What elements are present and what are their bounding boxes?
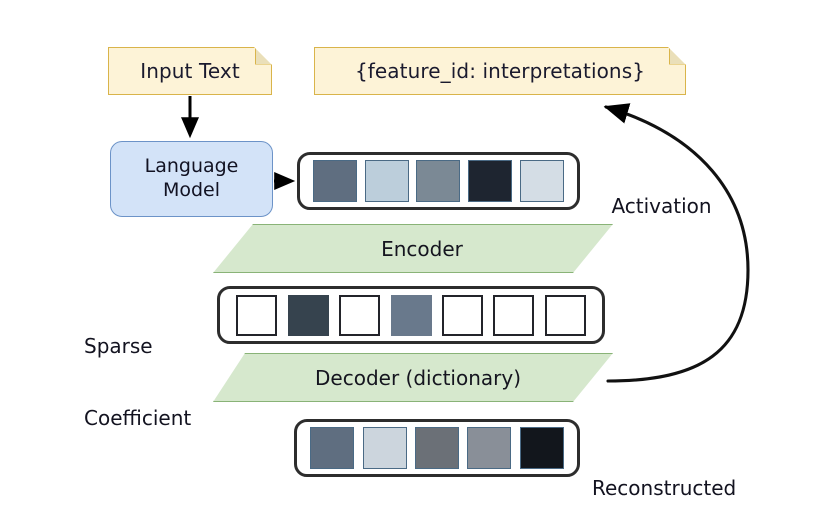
language-model-box: Language Model — [110, 141, 273, 217]
sparse-coefficient-cell-3 — [390, 294, 432, 336]
activation-cell-1 — [364, 160, 409, 202]
sparse-coefficient-cell-2 — [339, 294, 381, 336]
sparse-coefficient-cell-6 — [544, 294, 586, 336]
reconstructed-activation-label-line1: Reconstructed — [592, 476, 737, 500]
activation-cells — [305, 155, 572, 207]
reconstructed-activation-cell-2 — [414, 427, 459, 469]
reconstructed-activation-label: Reconstructed Activation — [592, 428, 736, 506]
decoder-trapezoid: Decoder (dictionary) — [213, 353, 613, 402]
sparse-coefficient-label-line2: Coefficient — [84, 406, 192, 430]
reconstructed-activation-cell-1 — [362, 427, 407, 469]
sparse-coefficient-cell-5 — [493, 294, 535, 336]
language-model-label-line1: Language — [144, 155, 239, 178]
sparse-coefficient-cell-1 — [287, 294, 329, 336]
note-input-text-label: Input Text — [140, 59, 240, 83]
reconstructed-activation-cell-4 — [519, 427, 564, 469]
note-feature-interpretations: {feature_id: interpretations} — [314, 47, 686, 95]
reconstructed-activation-cells — [302, 422, 572, 474]
decoder-label: Decoder (dictionary) — [315, 365, 521, 390]
encoder-label: Encoder — [381, 236, 463, 261]
activation-cell-3 — [468, 160, 513, 202]
activation-vector — [297, 152, 580, 210]
sparse-coefficient-cell-4 — [441, 294, 483, 336]
sparse-coefficient-label-line1: Sparse — [84, 334, 153, 358]
sparse-coefficient-cell-0 — [236, 294, 278, 336]
language-model-label-line2: Model — [162, 179, 221, 201]
decoder-to-feature-note-connector — [603, 103, 750, 383]
activation-cell-0 — [312, 160, 357, 202]
reconstructed-activation-cell-3 — [467, 427, 512, 469]
encoder-trapezoid: Encoder — [213, 224, 613, 273]
reconstructed-activation-vector — [294, 419, 580, 477]
activation-cell-2 — [416, 160, 461, 202]
note-fold-corner-icon — [669, 47, 687, 65]
reconstructed-activation-cell-0 — [310, 427, 355, 469]
sparse-coefficient-cells — [226, 289, 596, 341]
note-input-text: Input Text — [108, 47, 272, 95]
sparse-coefficient-label: Sparse Coefficient — [84, 286, 191, 478]
activation-cell-4 — [520, 160, 565, 202]
sparse-coefficient-vector — [217, 286, 605, 344]
note-feature-interpretations-label: {feature_id: interpretations} — [354, 59, 646, 83]
note-fold-corner-icon — [255, 47, 273, 65]
